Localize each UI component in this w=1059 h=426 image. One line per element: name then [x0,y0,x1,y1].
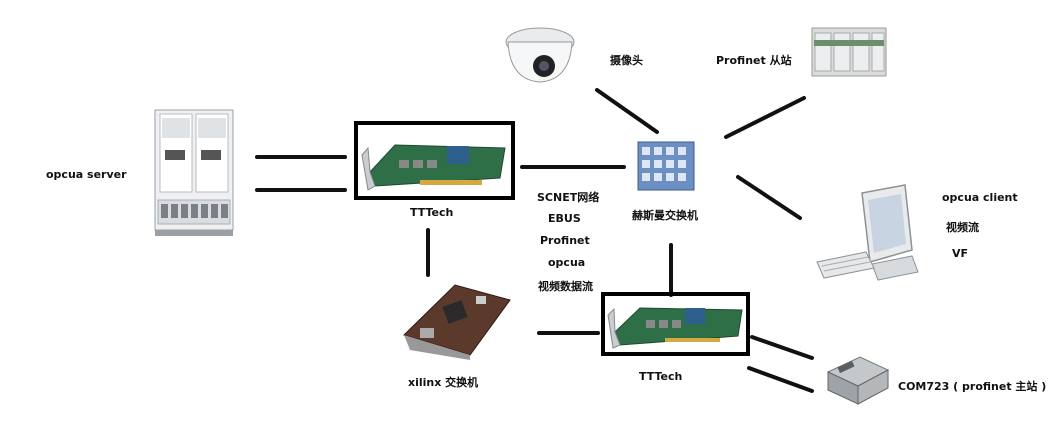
label-camera: 摄像头 [610,54,643,67]
label-hirschmann-switch: 赫斯曼交换机 [632,209,698,222]
line-profinet-switch [724,96,806,139]
computer-icon [816,184,919,281]
profinet-slave-icon [811,27,887,77]
fpga-board-icon [403,284,511,360]
label-protocol-profinet: Profinet [540,234,590,247]
network-card-icon [361,144,506,191]
server-icon [154,109,234,236]
label-tttech-top: TTTech [410,206,454,219]
label-protocol-video-data: 视频数据流 [538,280,593,293]
tttech-top-frame [354,121,515,200]
label-opcua-server: opcua server [46,168,127,181]
label-protocol-scnet: SCNET网络 [537,191,600,204]
label-opcua-client: opcua client [942,191,1018,204]
connection-lines [255,88,814,393]
com723-device-icon [826,356,890,405]
label-protocol-opcua: opcua [548,256,586,269]
label-video-stream: 视频流 [946,221,979,234]
label-vf: VF [952,247,969,260]
label-xilinx-switch: xilinx 交换机 [408,376,479,389]
label-tttech-bottom: TTTech [639,370,683,383]
industrial-switch-icon [637,141,695,191]
tttech-bottom-frame [601,292,750,356]
label-com723: COM723 ( profinet 主站 ) [898,380,1047,393]
line-tttech2-com723-2 [747,366,814,393]
line-switch-client [736,175,802,220]
camera-icon [505,27,575,83]
line-camera-switch [595,88,659,134]
label-protocol-ebus: EBUS [548,212,581,225]
label-profinet-slave: Profinet 从站 [716,54,792,67]
network-card-icon [607,307,743,349]
line-tttech2-com723-1 [750,335,814,360]
